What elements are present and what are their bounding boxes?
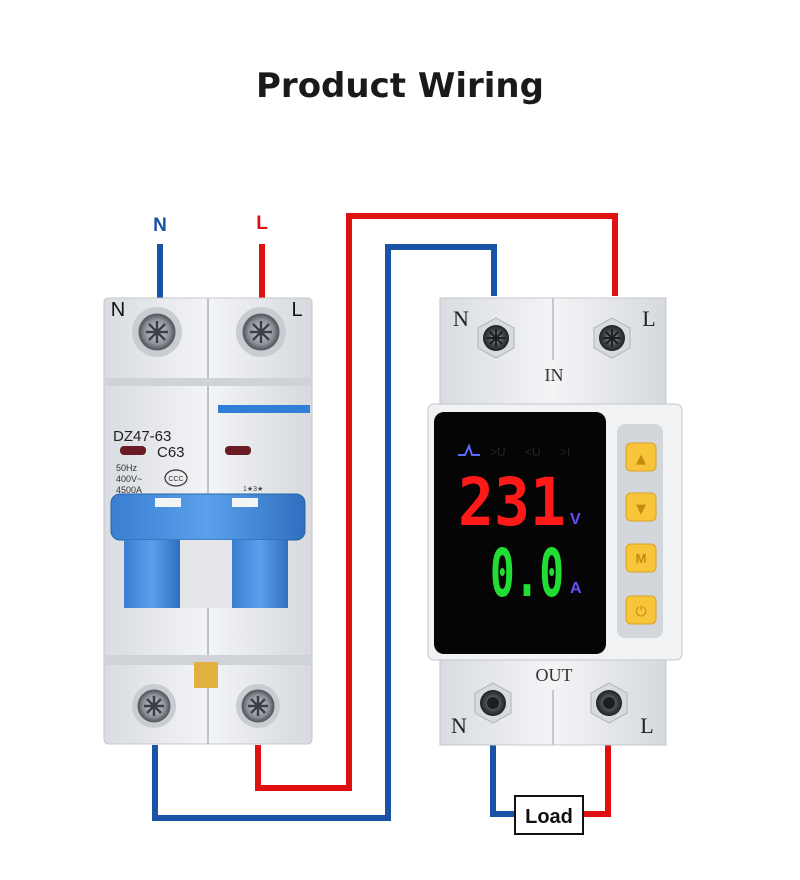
button-panel-bg: [617, 424, 663, 638]
breaker-bottom-n-screw-icon: [132, 684, 176, 728]
breaker-upper-band: [104, 378, 312, 386]
down-icon: ▼: [636, 502, 646, 517]
circuit-breaker: N L DZ47-63 C63 50Hz 400V~ 4500A CCC 1★3…: [103, 297, 313, 745]
load-box: Load: [514, 795, 584, 835]
menu-button[interactable]: M: [625, 543, 657, 573]
button-panel: ▲ ▼ M ⏻: [617, 424, 663, 638]
breaker-terminal-n: N: [111, 299, 125, 321]
neutral-wire-breaker-to-protector: [152, 244, 497, 821]
protector-out-n-screw-icon: [474, 682, 512, 724]
breaker-indicator-right: [225, 446, 251, 455]
breaker-spec-capacity: 4500A: [116, 485, 142, 495]
load-label: Load: [525, 806, 573, 828]
wires: [152, 213, 618, 821]
breaker-lower-band: [104, 655, 312, 665]
breaker-rating: C63: [157, 444, 185, 461]
power-icon: ⏻: [635, 604, 646, 620]
voltage-current-protector: N L IN >U <U >I 231 V 0.0 A ▲ ▼ M: [427, 297, 683, 746]
menu-label: M: [636, 551, 647, 566]
protector-out-label: OUT: [536, 665, 573, 685]
breaker-blue-stripe: [218, 405, 310, 413]
lcd-display: [434, 412, 606, 654]
load-live-wire: [583, 745, 611, 817]
voltage-readout: 231: [458, 464, 566, 541]
load-neutral-wire: [490, 745, 515, 817]
breaker-ccc-mark: CCC: [168, 476, 183, 483]
power-button[interactable]: ⏻: [625, 595, 657, 625]
breaker-bottom-l-screw-icon: [236, 684, 280, 728]
breaker-spec-freq: 50Hz: [116, 463, 138, 473]
breaker-toggle-handle[interactable]: [110, 493, 306, 608]
breaker-model: DZ47-63: [113, 428, 171, 445]
protector-in-label: IN: [545, 365, 564, 385]
wave-indicator-icon: [458, 443, 480, 456]
breaker-top-l-screw-icon: [236, 307, 286, 357]
breaker-spec-voltage: 400V~: [116, 474, 142, 484]
protector-in-l-screw-icon: [593, 317, 631, 359]
protector-out-l-screw-icon: [590, 682, 628, 724]
ccc-mark-icon: [164, 469, 188, 487]
breaker-top-n-screw-icon: [132, 307, 182, 357]
breaker-terminal-l: L: [291, 299, 302, 321]
indicator-under-voltage: <U: [525, 445, 541, 459]
protector-out-terminal-n: N: [451, 713, 467, 738]
protector-in-terminal-n: N: [453, 306, 469, 331]
supply-live-label: L: [256, 213, 268, 234]
protector-in-terminal-l: L: [642, 306, 655, 331]
voltage-unit: V: [570, 511, 581, 528]
up-button[interactable]: ▲: [625, 442, 657, 472]
breaker-small-mark: 1★3★: [243, 485, 263, 493]
up-icon: ▲: [636, 452, 646, 467]
indicator-over-voltage: >U: [490, 445, 506, 459]
supply-neutral-label: N: [153, 215, 167, 236]
down-button[interactable]: ▼: [625, 492, 657, 522]
current-unit: A: [570, 580, 582, 597]
live-wire-breaker-to-protector: [255, 213, 618, 791]
breaker-trip-window: [194, 662, 218, 688]
indicator-over-current: >I: [560, 445, 570, 459]
page-title: Product Wiring: [256, 66, 544, 106]
protector-in-n-screw-icon: [477, 317, 515, 359]
current-readout: 0.0: [490, 535, 564, 612]
breaker-indicator-left: [120, 446, 146, 455]
protector-out-terminal-l: L: [640, 713, 653, 738]
